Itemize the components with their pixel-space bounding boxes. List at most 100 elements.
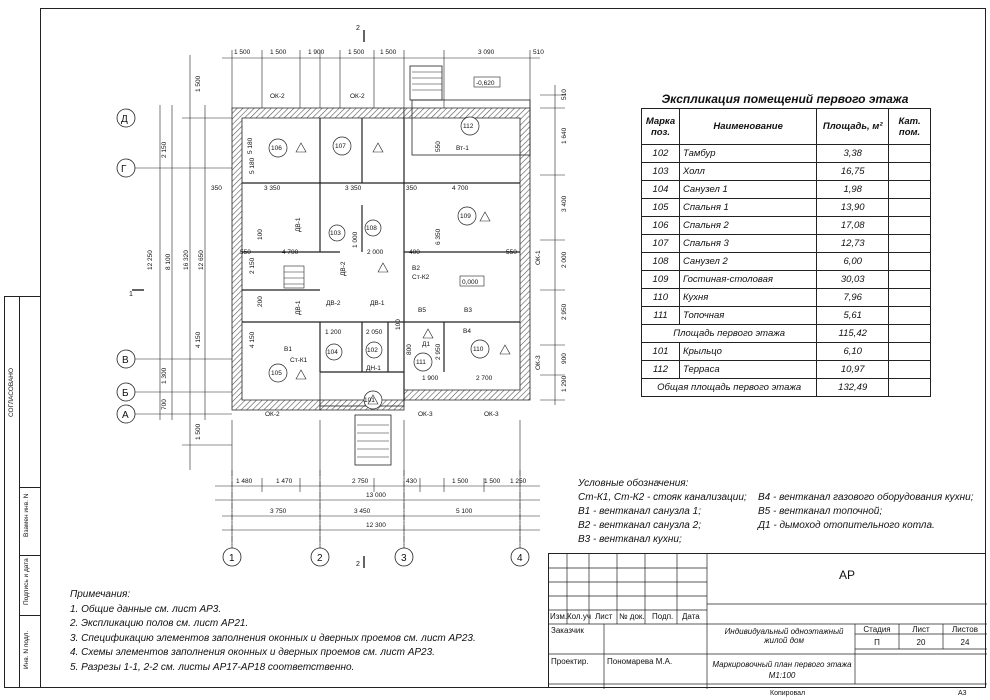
note-3: 3. Спецификацию элементов заполнения око… bbox=[70, 632, 476, 644]
stamp-designer: Пономарева М.А. bbox=[607, 657, 673, 666]
side-stamp: СОГЛАСОВАНО Взамен инв. N Подпись и дата… bbox=[4, 296, 41, 688]
svg-text:13 000: 13 000 bbox=[366, 492, 386, 499]
svg-text:350: 350 bbox=[406, 185, 417, 192]
stamp-object: Индивидуальный одноэтажный жилой дом bbox=[724, 627, 844, 645]
title-block: АР Изм. Кол.уч Лист № док. Подп. Дата За… bbox=[548, 553, 987, 689]
room-area: 3,38 bbox=[816, 144, 890, 163]
room-area: 30,03 bbox=[816, 270, 890, 289]
svg-text:110: 110 bbox=[473, 346, 484, 353]
header-mark: Марка поз. bbox=[641, 108, 680, 145]
extra-area: 6,10 bbox=[816, 342, 890, 361]
svg-text:4: 4 bbox=[517, 553, 523, 564]
svg-text:1 500: 1 500 bbox=[195, 423, 202, 440]
room-mark: 107 bbox=[641, 234, 680, 253]
room-name: Тамбур bbox=[678, 144, 818, 163]
stamp-sheets: 24 bbox=[960, 638, 970, 647]
title-block-grid bbox=[549, 554, 987, 689]
svg-text:Б: Б bbox=[122, 388, 129, 399]
stamp-sheets-label: Листов bbox=[952, 625, 978, 634]
svg-text:Д: Д bbox=[121, 114, 128, 125]
extra-area: 10,97 bbox=[816, 360, 890, 379]
svg-text:3 450: 3 450 bbox=[354, 508, 371, 515]
svg-text:2: 2 bbox=[356, 25, 360, 32]
svg-text:102: 102 bbox=[367, 347, 378, 354]
stamp-code: АР bbox=[838, 568, 855, 582]
svg-text:В5: В5 bbox=[418, 307, 426, 314]
legend-title: Условные обозначения: bbox=[578, 478, 689, 489]
svg-text:200: 200 bbox=[257, 296, 264, 307]
notes-title: Примечания: bbox=[70, 589, 131, 600]
svg-text:12 650: 12 650 bbox=[198, 250, 205, 270]
room-area: 5,61 bbox=[816, 306, 890, 325]
svg-text:2 150: 2 150 bbox=[161, 141, 168, 158]
stamp-stage-label: Стадия bbox=[863, 625, 891, 634]
svg-text:4 700: 4 700 bbox=[452, 185, 469, 192]
svg-text:1 500: 1 500 bbox=[270, 49, 287, 56]
terrace-porch bbox=[319, 65, 531, 466]
room-area: 13,90 bbox=[816, 198, 890, 217]
legend-item-6: Д1 - дымоход отопительного котла. bbox=[758, 520, 935, 531]
svg-text:Г: Г bbox=[121, 164, 127, 175]
room-name: Спальня 2 bbox=[678, 216, 818, 235]
room-area: 1,98 bbox=[816, 180, 890, 199]
svg-text:550: 550 bbox=[240, 249, 251, 256]
legend-item-5: В2 - вентканал санузла 2; bbox=[578, 520, 701, 531]
svg-text:Д1: Д1 bbox=[422, 341, 430, 348]
svg-text:430: 430 bbox=[406, 478, 417, 485]
svg-text:1 900: 1 900 bbox=[308, 49, 325, 56]
room-mark: 109 bbox=[641, 270, 680, 289]
svg-text:109: 109 bbox=[460, 213, 471, 220]
stamp-copied: Копировал bbox=[770, 690, 806, 697]
extra-mark: 101 bbox=[641, 342, 680, 361]
svg-text:В1: В1 bbox=[284, 346, 292, 353]
drawing-frame bbox=[40, 8, 986, 688]
svg-text:3: 3 bbox=[401, 553, 407, 564]
svg-text:5 180: 5 180 bbox=[247, 137, 254, 154]
svg-text:2 000: 2 000 bbox=[367, 249, 384, 256]
note-4: 4. Схемы элементов заполнения оконных и … bbox=[70, 647, 435, 658]
room-area: 16,75 bbox=[816, 162, 890, 181]
stairs bbox=[283, 71, 442, 458]
svg-text:В: В bbox=[122, 355, 129, 366]
room-markers bbox=[268, 116, 490, 410]
svg-text:ОК-2: ОК-2 bbox=[270, 93, 285, 100]
svg-text:3 090: 3 090 bbox=[478, 49, 495, 56]
svg-text:108: 108 bbox=[366, 225, 377, 232]
svg-text:550: 550 bbox=[506, 249, 517, 256]
svg-text:1: 1 bbox=[129, 291, 133, 298]
svg-text:1 900: 1 900 bbox=[422, 375, 439, 382]
svg-text:ОК-3: ОК-3 bbox=[484, 411, 499, 418]
svg-text:1: 1 bbox=[229, 553, 235, 564]
legend-item-2: В4 - вентканал газового оборудования кух… bbox=[758, 492, 974, 503]
svg-text:111: 111 bbox=[416, 359, 426, 366]
svg-text:3 750: 3 750 bbox=[270, 508, 287, 515]
svg-text:1 000: 1 000 bbox=[352, 231, 359, 248]
svg-text:100: 100 bbox=[395, 319, 402, 330]
svg-text:ОК-1: ОК-1 bbox=[535, 250, 542, 265]
stamp-col-izm: Изм. bbox=[550, 612, 568, 621]
svg-text:12 250: 12 250 bbox=[147, 250, 154, 270]
explication-table: Марка поз. Наименование Площадь, м² Кат.… bbox=[640, 108, 931, 397]
stamp-sheet-label: Лист bbox=[912, 625, 930, 634]
svg-text:ДВ-2: ДВ-2 bbox=[340, 261, 347, 276]
svg-text:2: 2 bbox=[356, 561, 360, 568]
svg-text:1 500: 1 500 bbox=[348, 49, 365, 56]
svg-text:1 500: 1 500 bbox=[195, 75, 202, 92]
header-cat: Кат. пом. bbox=[888, 108, 931, 145]
room-mark: 111 bbox=[641, 306, 680, 325]
svg-text:2 950: 2 950 bbox=[561, 303, 568, 320]
svg-text:8 100: 8 100 bbox=[165, 253, 172, 270]
room-mark: 105 bbox=[641, 198, 680, 217]
svg-text:3 400: 3 400 bbox=[561, 195, 568, 212]
legend-item-3: В1 - вентканал санузла 1; bbox=[578, 506, 701, 517]
svg-text:2 050: 2 050 bbox=[366, 329, 383, 336]
svg-text:550: 550 bbox=[435, 141, 442, 152]
svg-text:103: 103 bbox=[330, 230, 341, 237]
